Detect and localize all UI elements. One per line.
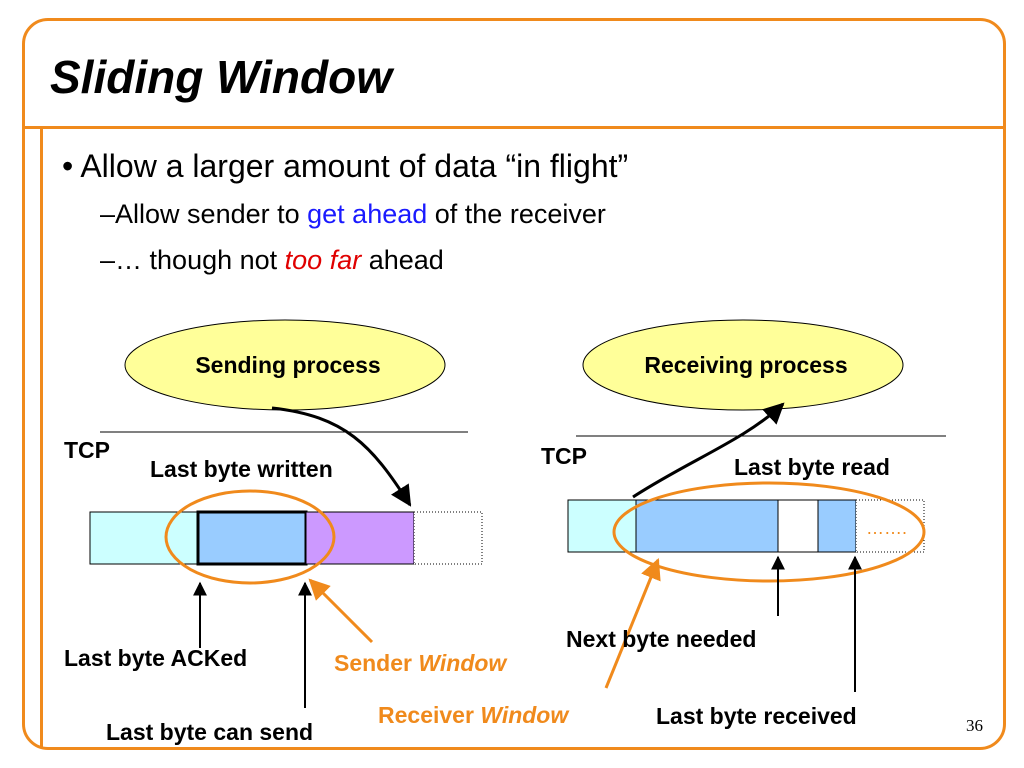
last-byte-written-label: Last byte written	[150, 456, 333, 482]
receiving-process-arrow	[632, 402, 785, 499]
receiver-buffer-buffered	[635, 499, 779, 553]
bullet-dash: –	[100, 245, 116, 275]
sender-buffer-in-flight	[196, 510, 308, 566]
last-byte-received-label: Last byte received	[656, 703, 857, 729]
receiver-buffer-gap	[777, 499, 819, 553]
receiver-buffer-out-of-order	[817, 499, 857, 553]
sender-buffer-acked	[89, 511, 201, 565]
bullet-sub-2-before: … though not	[115, 245, 285, 275]
last-byte-acked-label: Last byte ACKed	[64, 645, 247, 671]
sender-window-ellipse	[164, 489, 336, 585]
sender-window-label: Sender Window	[334, 650, 508, 676]
receiving-process-ellipse	[582, 319, 904, 411]
receiver-window-word: Window	[480, 702, 570, 728]
receiver-window-arrow	[604, 558, 661, 689]
sender-tcp-label: TCP	[64, 437, 110, 463]
bullet-main: • Allow a larger amount of data “in flig…	[62, 148, 628, 185]
sender-window-arrow	[308, 578, 374, 644]
last-byte-read-label: Last byte read	[734, 454, 890, 480]
last-byte-can-send-label: Last byte can send	[106, 719, 313, 745]
sender-window-word: Window	[418, 650, 508, 676]
slide-title: Sliding Window	[50, 51, 392, 103]
sender-buffer-unsent	[305, 511, 415, 565]
bullet-sub-2-after: ahead	[361, 245, 444, 275]
slide-frame	[22, 18, 1006, 750]
bullet-sub-1-after: of the receiver	[427, 199, 606, 229]
receiver-window-label: Receiver Window	[378, 702, 570, 728]
receiver-buffer-read	[567, 499, 637, 553]
bullet-sub-2: –… though not too far ahead	[100, 245, 444, 276]
title-divider	[22, 126, 1006, 129]
bullet-main-text: Allow a larger amount of data “in flight…	[80, 148, 629, 184]
receiver-window-ellipse	[612, 481, 926, 583]
bullet-dot: •	[62, 148, 74, 184]
bullet-sub-2-highlight: too far	[284, 245, 362, 275]
page-number: 36	[966, 716, 983, 735]
sender-window-prefix: Sender	[334, 650, 418, 676]
receiver-window-prefix: Receiver	[378, 702, 480, 728]
sending-process-arrow	[271, 406, 412, 507]
receiver-tcp-label: TCP	[541, 443, 587, 469]
bullet-sub-1-before: Allow sender to	[115, 199, 308, 229]
sending-process-label: Sending process	[195, 352, 380, 378]
receiving-process-label: Receiving process	[644, 352, 847, 378]
bullet-sub-1-highlight: get ahead	[307, 199, 428, 229]
bullet-dash: –	[100, 199, 116, 229]
next-byte-needed-label: Next byte needed	[566, 626, 756, 652]
left-accent-bar	[40, 126, 43, 748]
sender-buffer-free	[413, 511, 483, 565]
bullet-sub-1: –Allow sender to get ahead of the receiv…	[100, 199, 606, 230]
receiver-ellipsis: …….	[866, 518, 907, 538]
